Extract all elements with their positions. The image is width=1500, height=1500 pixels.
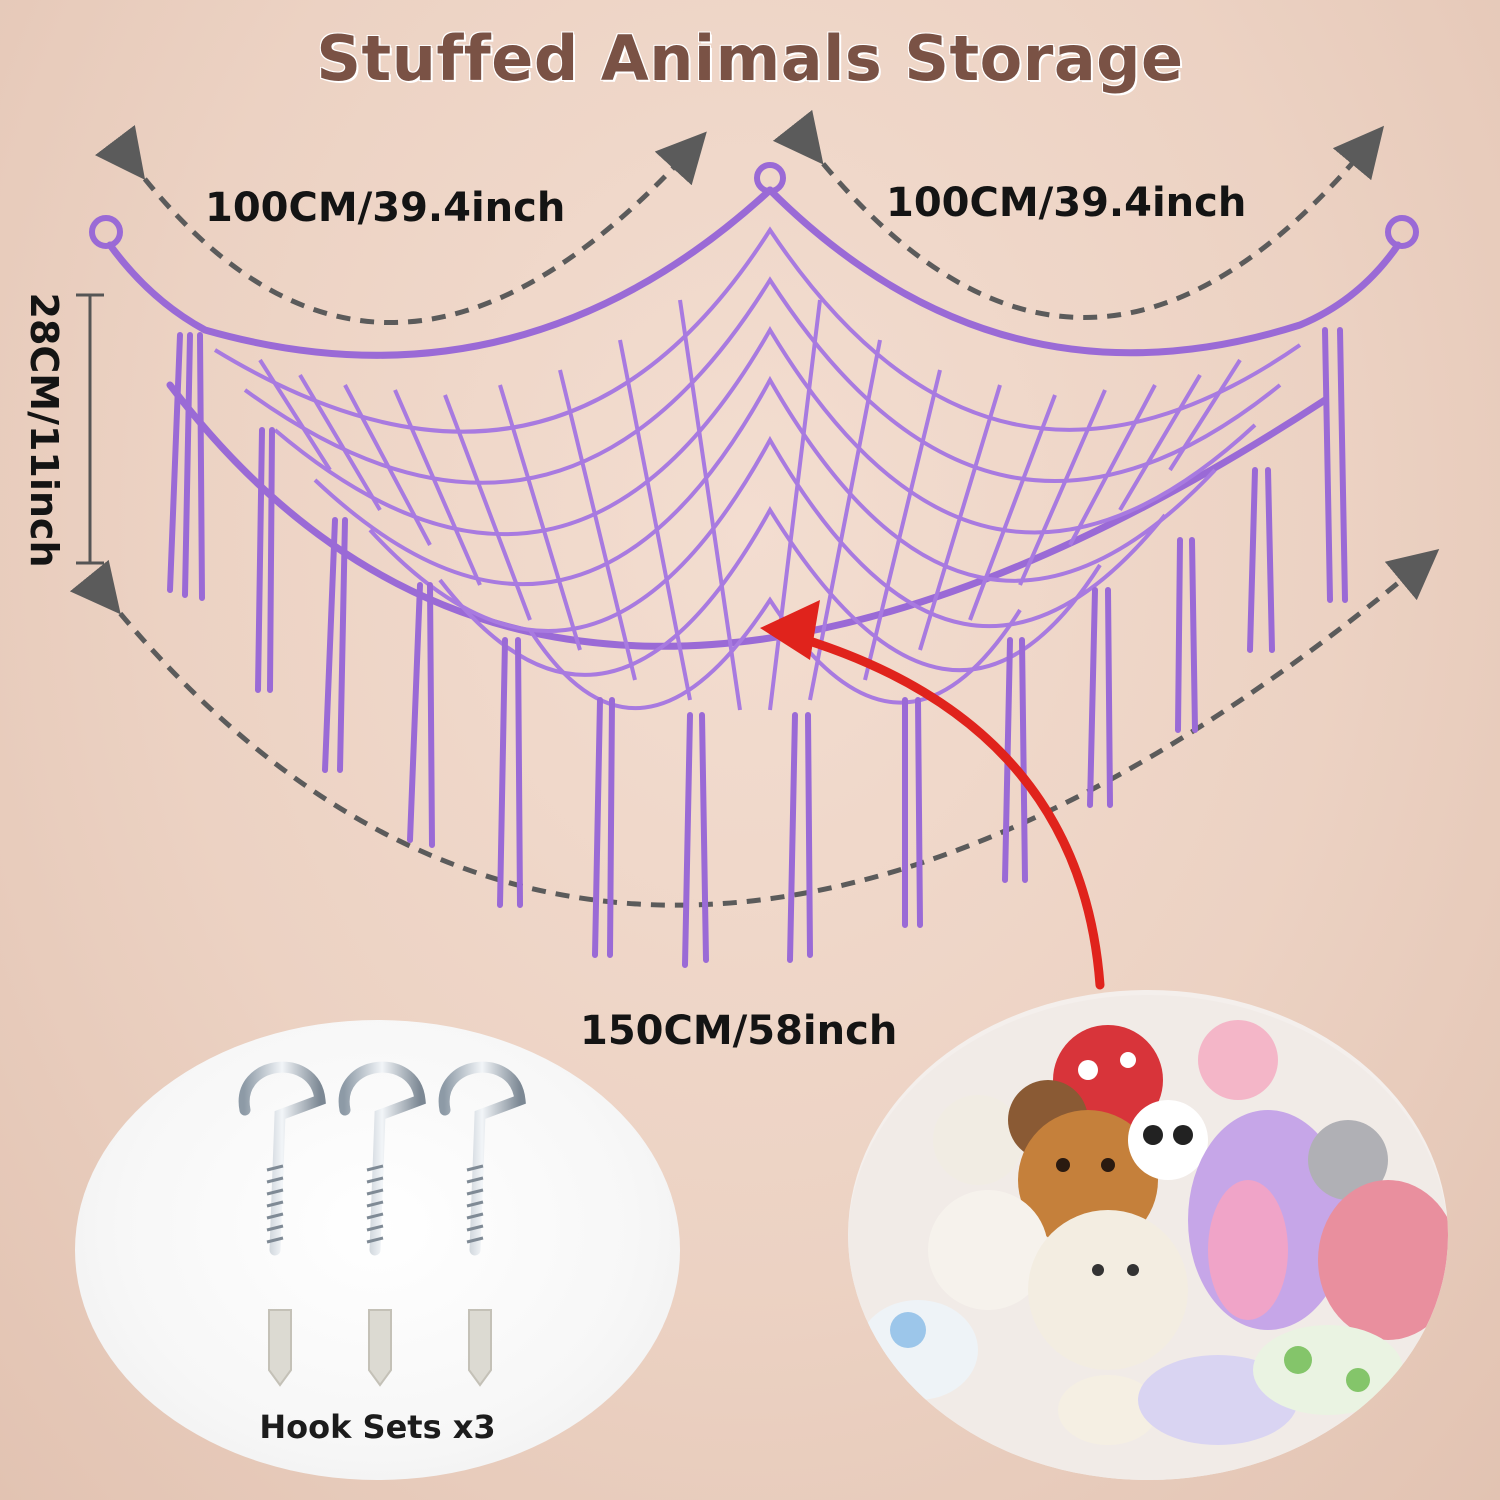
dim-arc-bottom — [69, 549, 1440, 908]
dimension-bottom: 150CM/58inch — [580, 1008, 898, 1054]
wall-anchor-icon — [368, 1309, 392, 1387]
hook-sets-caption: Hook Sets x3 — [259, 1408, 496, 1446]
wall-anchor-icon — [468, 1309, 492, 1387]
dim-arc-left — [94, 124, 707, 325]
hooks-illustration — [238, 1061, 526, 1387]
hook-icon — [438, 1061, 526, 1256]
page-title: Stuffed Animals Storage — [316, 22, 1184, 95]
dimension-right-top: 100CM/39.4inch — [886, 180, 1247, 226]
dim-arc-right — [772, 109, 1385, 320]
stuffed-toys-photo — [848, 990, 1448, 1480]
dimension-left-top: 100CM/39.4inch — [205, 185, 566, 231]
hook-sets-panel: Hook Sets x3 — [75, 1020, 680, 1480]
wall-anchor-icon — [268, 1309, 292, 1387]
dimension-height: 28CM/11inch — [22, 292, 66, 568]
hook-icon — [238, 1061, 326, 1256]
height-bracket — [76, 293, 104, 565]
pointer-arrow-icon — [785, 630, 1105, 990]
hook-icon — [338, 1061, 426, 1256]
plush-toy-icon — [848, 995, 1448, 1480]
